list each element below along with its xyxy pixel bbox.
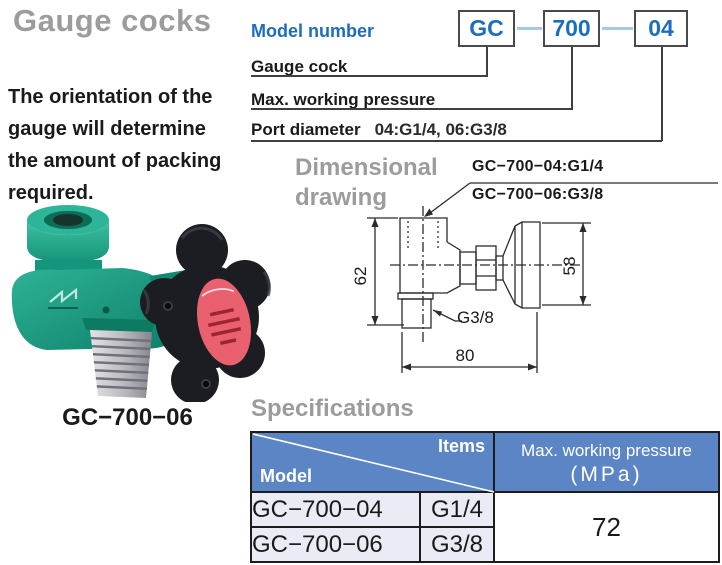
dim-height-58: 58 (560, 256, 579, 276)
specifications-table: Items Model Max. working pressure (MPa) … (250, 431, 720, 563)
pressure-header-cell: Max. working pressure (MPa) (493, 431, 720, 493)
model-box-series: GC (458, 10, 515, 47)
legend-port-diameter: Port diameter (251, 120, 361, 139)
note-line-1: The orientation of the (8, 86, 213, 108)
table-header-row: Items Model Max. working pressure (MPa) (250, 431, 720, 493)
page-title: Gauge cocks (13, 3, 212, 38)
row1-model: GC−700−04 (250, 491, 421, 528)
pressure-value: 72 (493, 491, 720, 563)
dim-height-62: 62 (351, 266, 370, 286)
model-box-port: 04 (634, 10, 688, 47)
table-row: GC−700−06 G3/8 (250, 526, 719, 563)
product-photo-art (11, 205, 271, 404)
brand-mark (49, 287, 78, 304)
legend-connector-1 (486, 47, 488, 76)
model-separator-dash (517, 27, 542, 30)
legend-gauge-cock: Gauge cock (251, 57, 348, 76)
drawing-variant-label-2: GC−700−06:G3/8 (472, 186, 604, 203)
pressure-header-line2: (MPa) (570, 462, 643, 486)
specifications-heading: Specifications (251, 395, 414, 422)
photo-caption: GC−700−06 (62, 404, 193, 431)
note-text: The orientation of the gauge will determ… (8, 81, 221, 209)
dim-port-g38: G3/8 (457, 308, 494, 327)
row2-port: G3/8 (419, 526, 495, 563)
table-row: GC−700−04 G1/4 72 (250, 491, 720, 563)
model-box-pressure: 700 (543, 10, 600, 47)
legend-line-2 (251, 108, 573, 110)
dimensional-heading-line2: drawing (295, 184, 388, 211)
row2-model: GC−700−06 (250, 526, 421, 563)
legend-connector-3 (661, 47, 663, 141)
corner-items-label: Items (437, 436, 485, 456)
product-photo (2, 190, 282, 404)
row1-port: G1/4 (419, 491, 495, 528)
model-number-label: Model number (251, 21, 375, 41)
note-line-2: gauge will determine (8, 118, 206, 140)
note-line-3: the amount of packing (8, 150, 222, 172)
legend-port-diameter-value: 04:G1/4, 06:G3/8 (374, 120, 507, 139)
legend-max-pressure: Max. working pressure (251, 90, 436, 109)
legend-connector-2 (571, 47, 573, 109)
table-corner-cell: Items Model (250, 431, 495, 493)
dimensional-drawing-lines (367, 182, 718, 373)
legend-line-1 (251, 75, 488, 77)
legend-port-diameter-row: Port diameter 04:G1/4, 06:G3/8 (251, 120, 507, 140)
pressure-header-line1: Max. working pressure (520, 440, 692, 460)
dimensional-heading-line1: Dimensional (295, 154, 438, 181)
note-line-4: required. (8, 182, 94, 204)
drawing-variant-label-1: GC−700−04:G1/4 (472, 158, 604, 175)
corner-model-label: Model (260, 466, 312, 486)
diagonal-divider (252, 433, 495, 493)
model-separator-dash (602, 27, 633, 30)
knob-red-label (196, 278, 252, 366)
dim-width-80: 80 (455, 346, 475, 365)
legend-line-3 (251, 140, 662, 142)
dimensional-drawing-heading: Dimensional drawing (295, 153, 438, 213)
dimensional-drawing-figure (350, 150, 722, 385)
valve-cap (27, 220, 109, 262)
